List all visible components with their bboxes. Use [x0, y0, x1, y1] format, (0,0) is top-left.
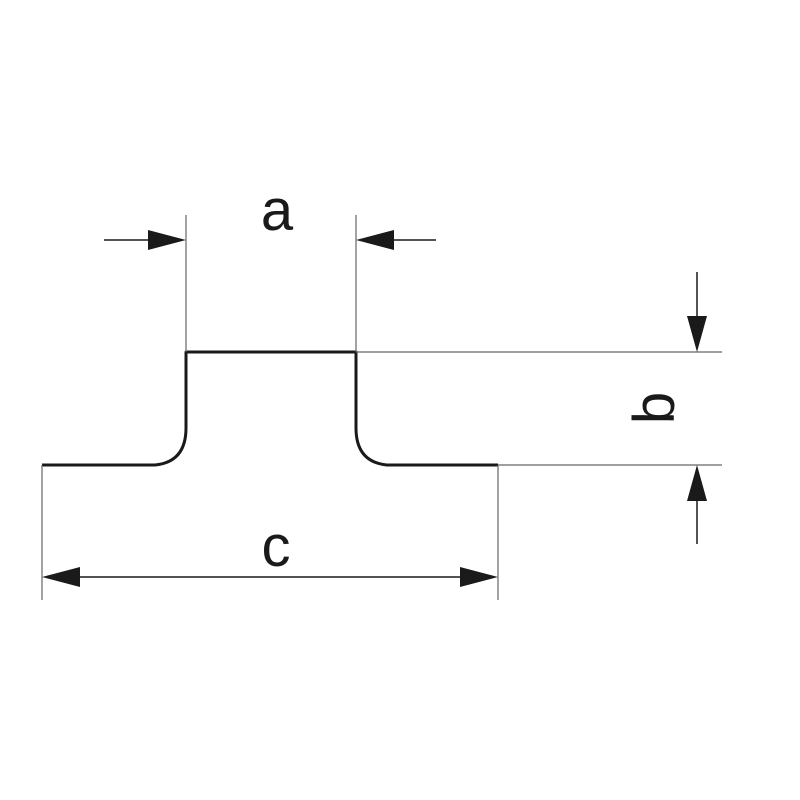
arrowhead-a-left [148, 230, 186, 250]
arrowhead-b-bottom [687, 465, 707, 501]
dimension-b [687, 272, 707, 544]
profile-outline [42, 350, 498, 467]
arrowhead-c-right [460, 567, 498, 587]
label-b: b [622, 392, 687, 424]
label-a: a [261, 178, 294, 243]
dimension-a [104, 230, 436, 250]
arrowhead-a-right [356, 230, 394, 250]
label-c: c [262, 514, 291, 579]
dimension-c [42, 567, 498, 587]
extension-lines [41, 215, 722, 600]
arrowhead-b-top [687, 316, 707, 352]
arrowhead-c-left [42, 567, 80, 587]
